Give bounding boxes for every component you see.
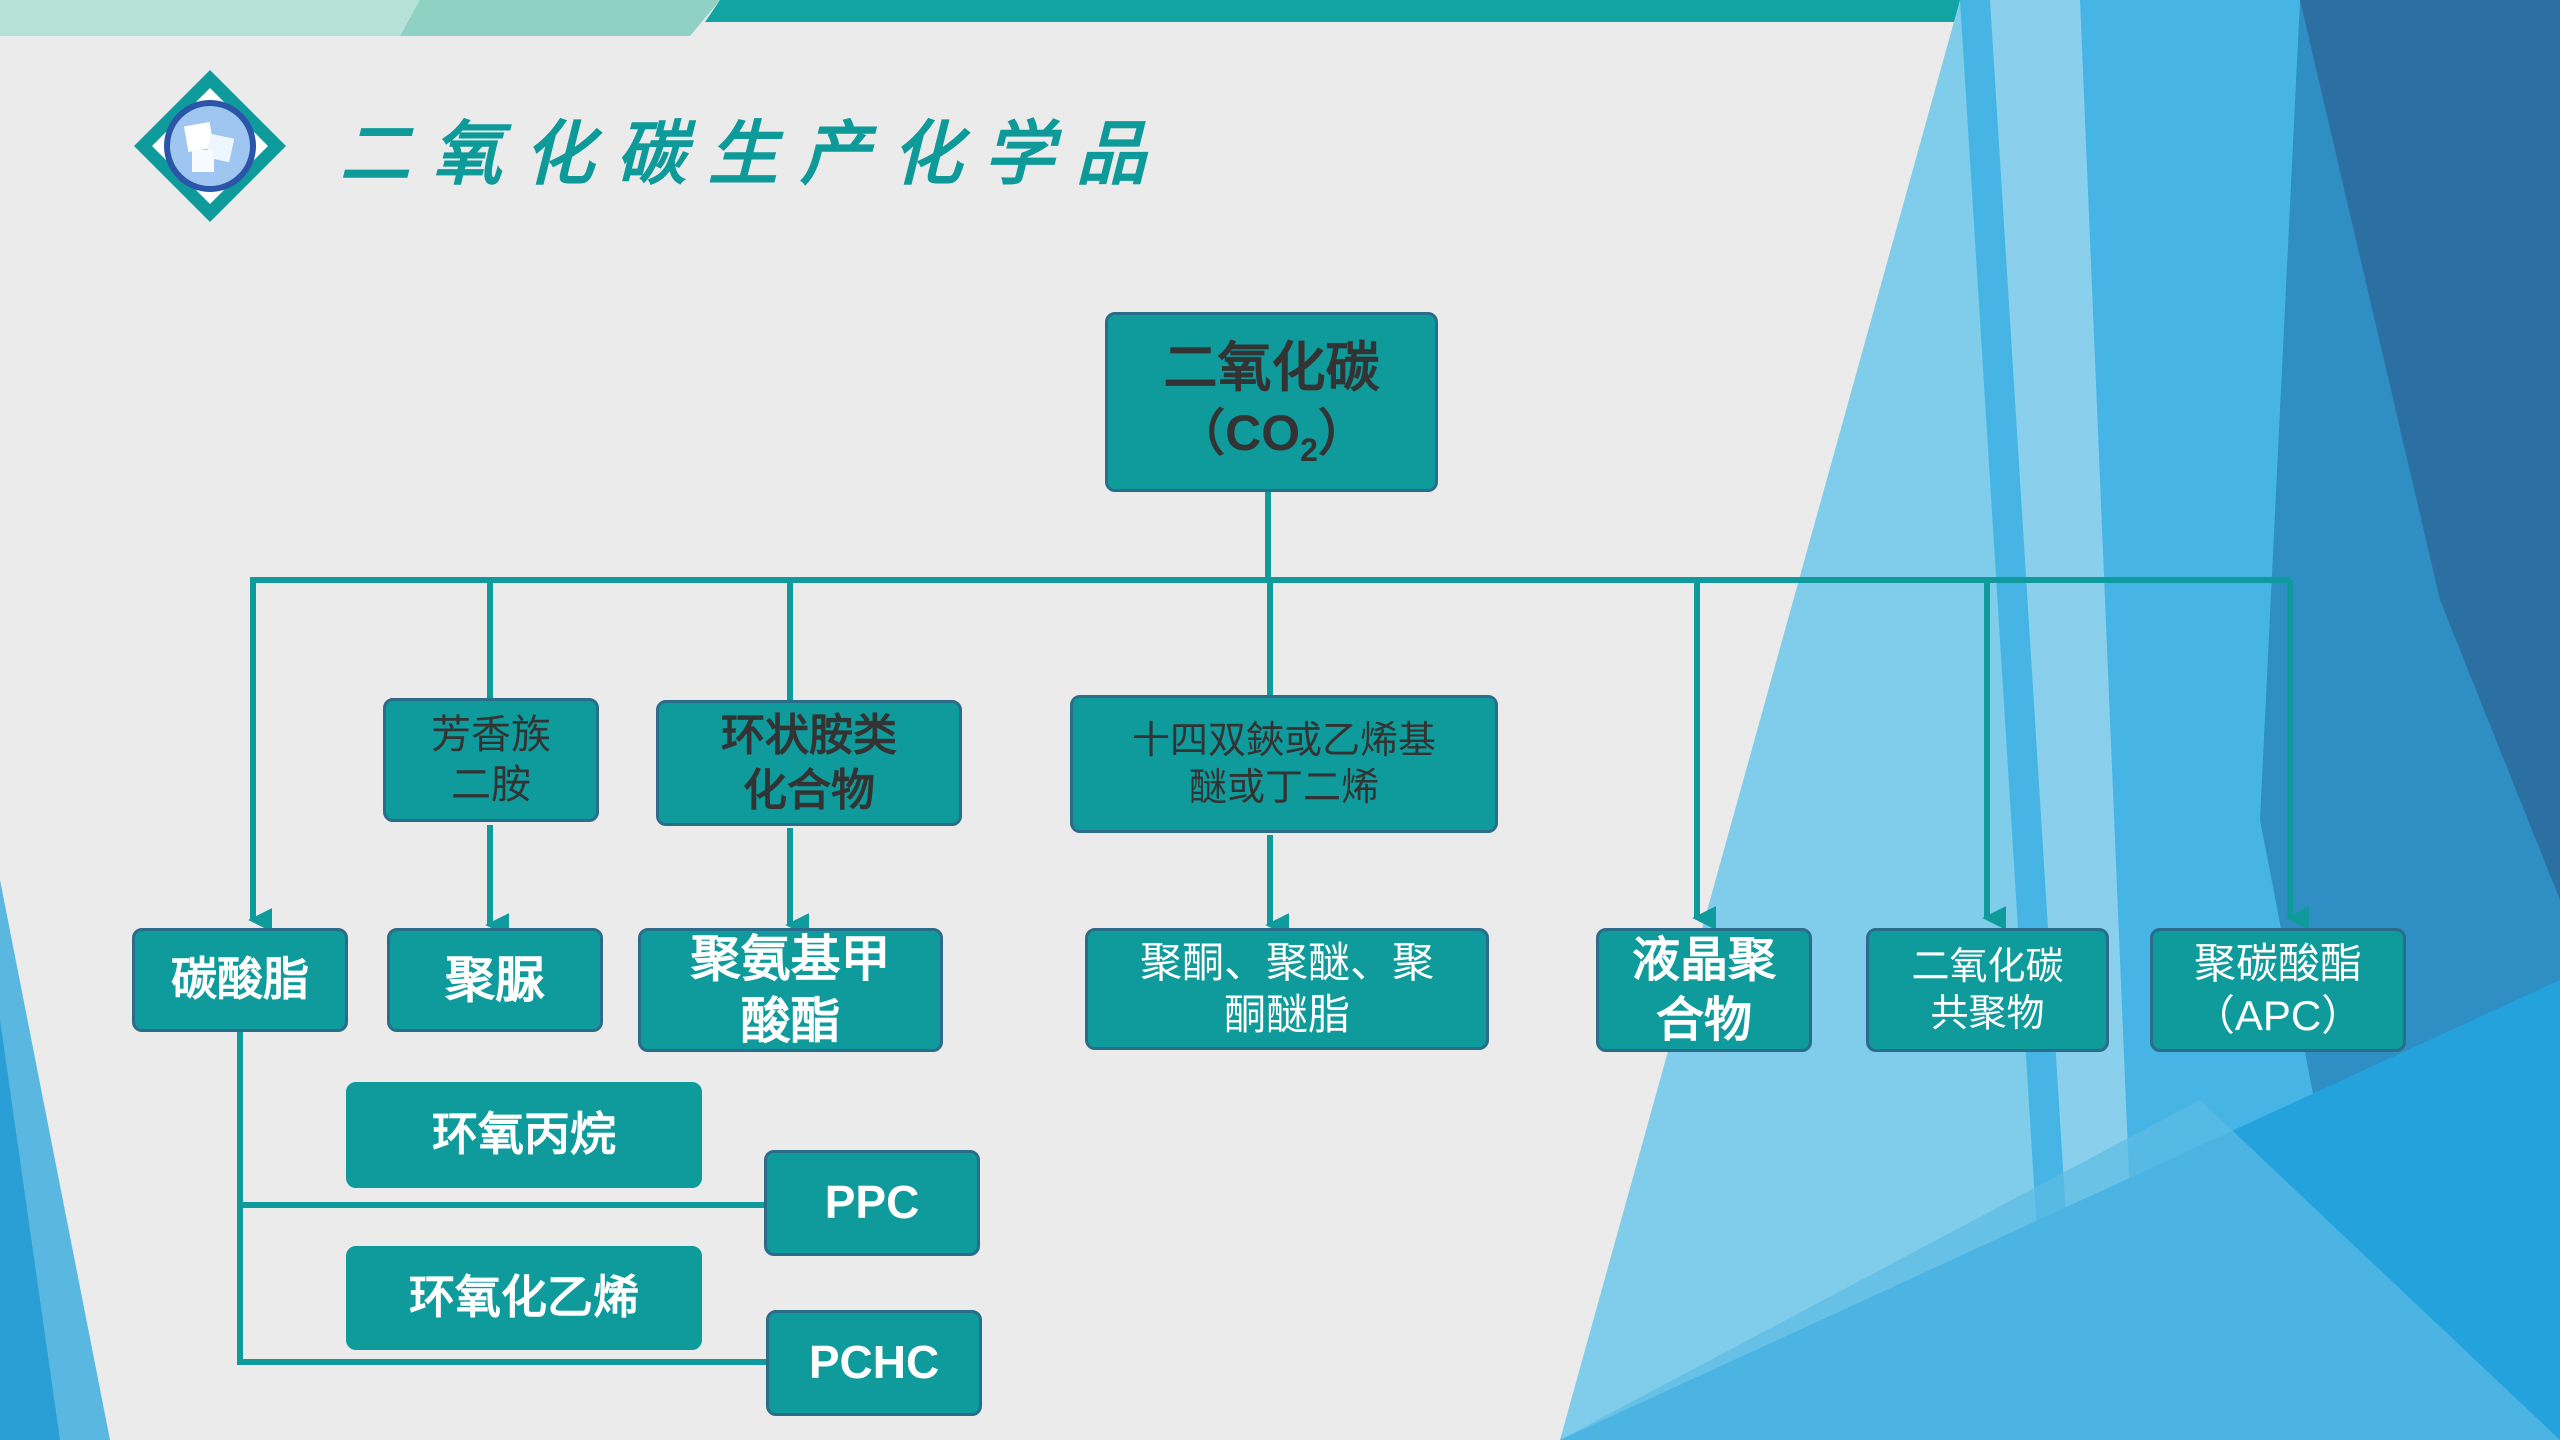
ppc-label: PPC <box>824 1176 920 1229</box>
cyclic-amine-line2: 化合物 <box>743 765 875 816</box>
node-diyne: 十四双鋏或乙烯基 醚或丁二烯 <box>1070 695 1498 833</box>
cyclic-amine-line1: 环状胺类 <box>721 710 897 761</box>
cyclohexene-oxide-label: 环氧化乙烯 <box>409 1270 639 1325</box>
node-polyurea: 聚脲 <box>387 928 603 1032</box>
node-carbonate: 碳酸脂 <box>132 928 348 1032</box>
propylene-oxide-label: 环氧丙烷 <box>432 1107 616 1162</box>
pchc-label: PCHC <box>808 1336 940 1389</box>
formula-close: ） <box>1317 404 1368 461</box>
diyne-line1: 十四双鋏或乙烯基 <box>1131 717 1436 762</box>
root-node-co2: 二氧化碳 （CO2） <box>1105 312 1438 492</box>
polyketone-line2: 酮醚脂 <box>1223 990 1350 1039</box>
node-apc: 聚碳酸酯 （APC） <box>2150 928 2406 1052</box>
aromatic-diamine-line2: 二胺 <box>451 762 531 808</box>
liquid-crystal-line1: 液晶聚 <box>1631 932 1776 988</box>
copolymer-line2: 共聚物 <box>1930 991 2045 1035</box>
node-polyurethane: 聚氨基甲 酸酯 <box>638 928 943 1052</box>
liquid-crystal-line2: 合物 <box>1655 992 1752 1048</box>
node-ppc: PPC <box>764 1150 980 1256</box>
node-pchc: PCHC <box>766 1310 982 1416</box>
node-cyclohexene-oxide: 环氧化乙烯 <box>346 1246 702 1350</box>
root-formula: （CO2） <box>1175 402 1368 470</box>
polyurethane-line2: 酸酯 <box>740 991 841 1050</box>
node-liquid-crystal: 液晶聚 合物 <box>1596 928 1812 1052</box>
copolymer-line1: 二氧化碳 <box>1911 943 2064 988</box>
polyketone-line1: 聚酮、聚醚、聚 <box>1139 937 1434 987</box>
formula-subscript: 2 <box>1300 431 1318 468</box>
aromatic-diamine-line1: 芳香族 <box>431 712 551 758</box>
slide-title: 二氧化碳生产化学品 <box>340 112 1168 195</box>
diyne-line2: 醚或丁二烯 <box>1188 765 1379 809</box>
polyurea-label: 聚脲 <box>445 949 545 1009</box>
apc-line1: 聚碳酸酯 <box>2193 938 2362 988</box>
ice-cube-logo-icon <box>134 70 286 222</box>
node-aromatic-diamine: 芳香族 二胺 <box>383 698 599 822</box>
formula-open: （CO <box>1175 404 1301 461</box>
carbonate-label: 碳酸脂 <box>171 952 309 1007</box>
node-polyketone: 聚酮、聚醚、聚 酮醚脂 <box>1085 928 1489 1050</box>
node-propylene-oxide: 环氧丙烷 <box>346 1082 702 1188</box>
node-cyclic-amine: 环状胺类 化合物 <box>656 700 962 826</box>
polyurethane-line1: 聚氨基甲 <box>690 928 891 988</box>
root-label: 二氧化碳 <box>1163 335 1380 400</box>
node-co2-copolymer: 二氧化碳 共聚物 <box>1866 928 2109 1052</box>
apc-line2: （APC） <box>2192 992 2364 1039</box>
